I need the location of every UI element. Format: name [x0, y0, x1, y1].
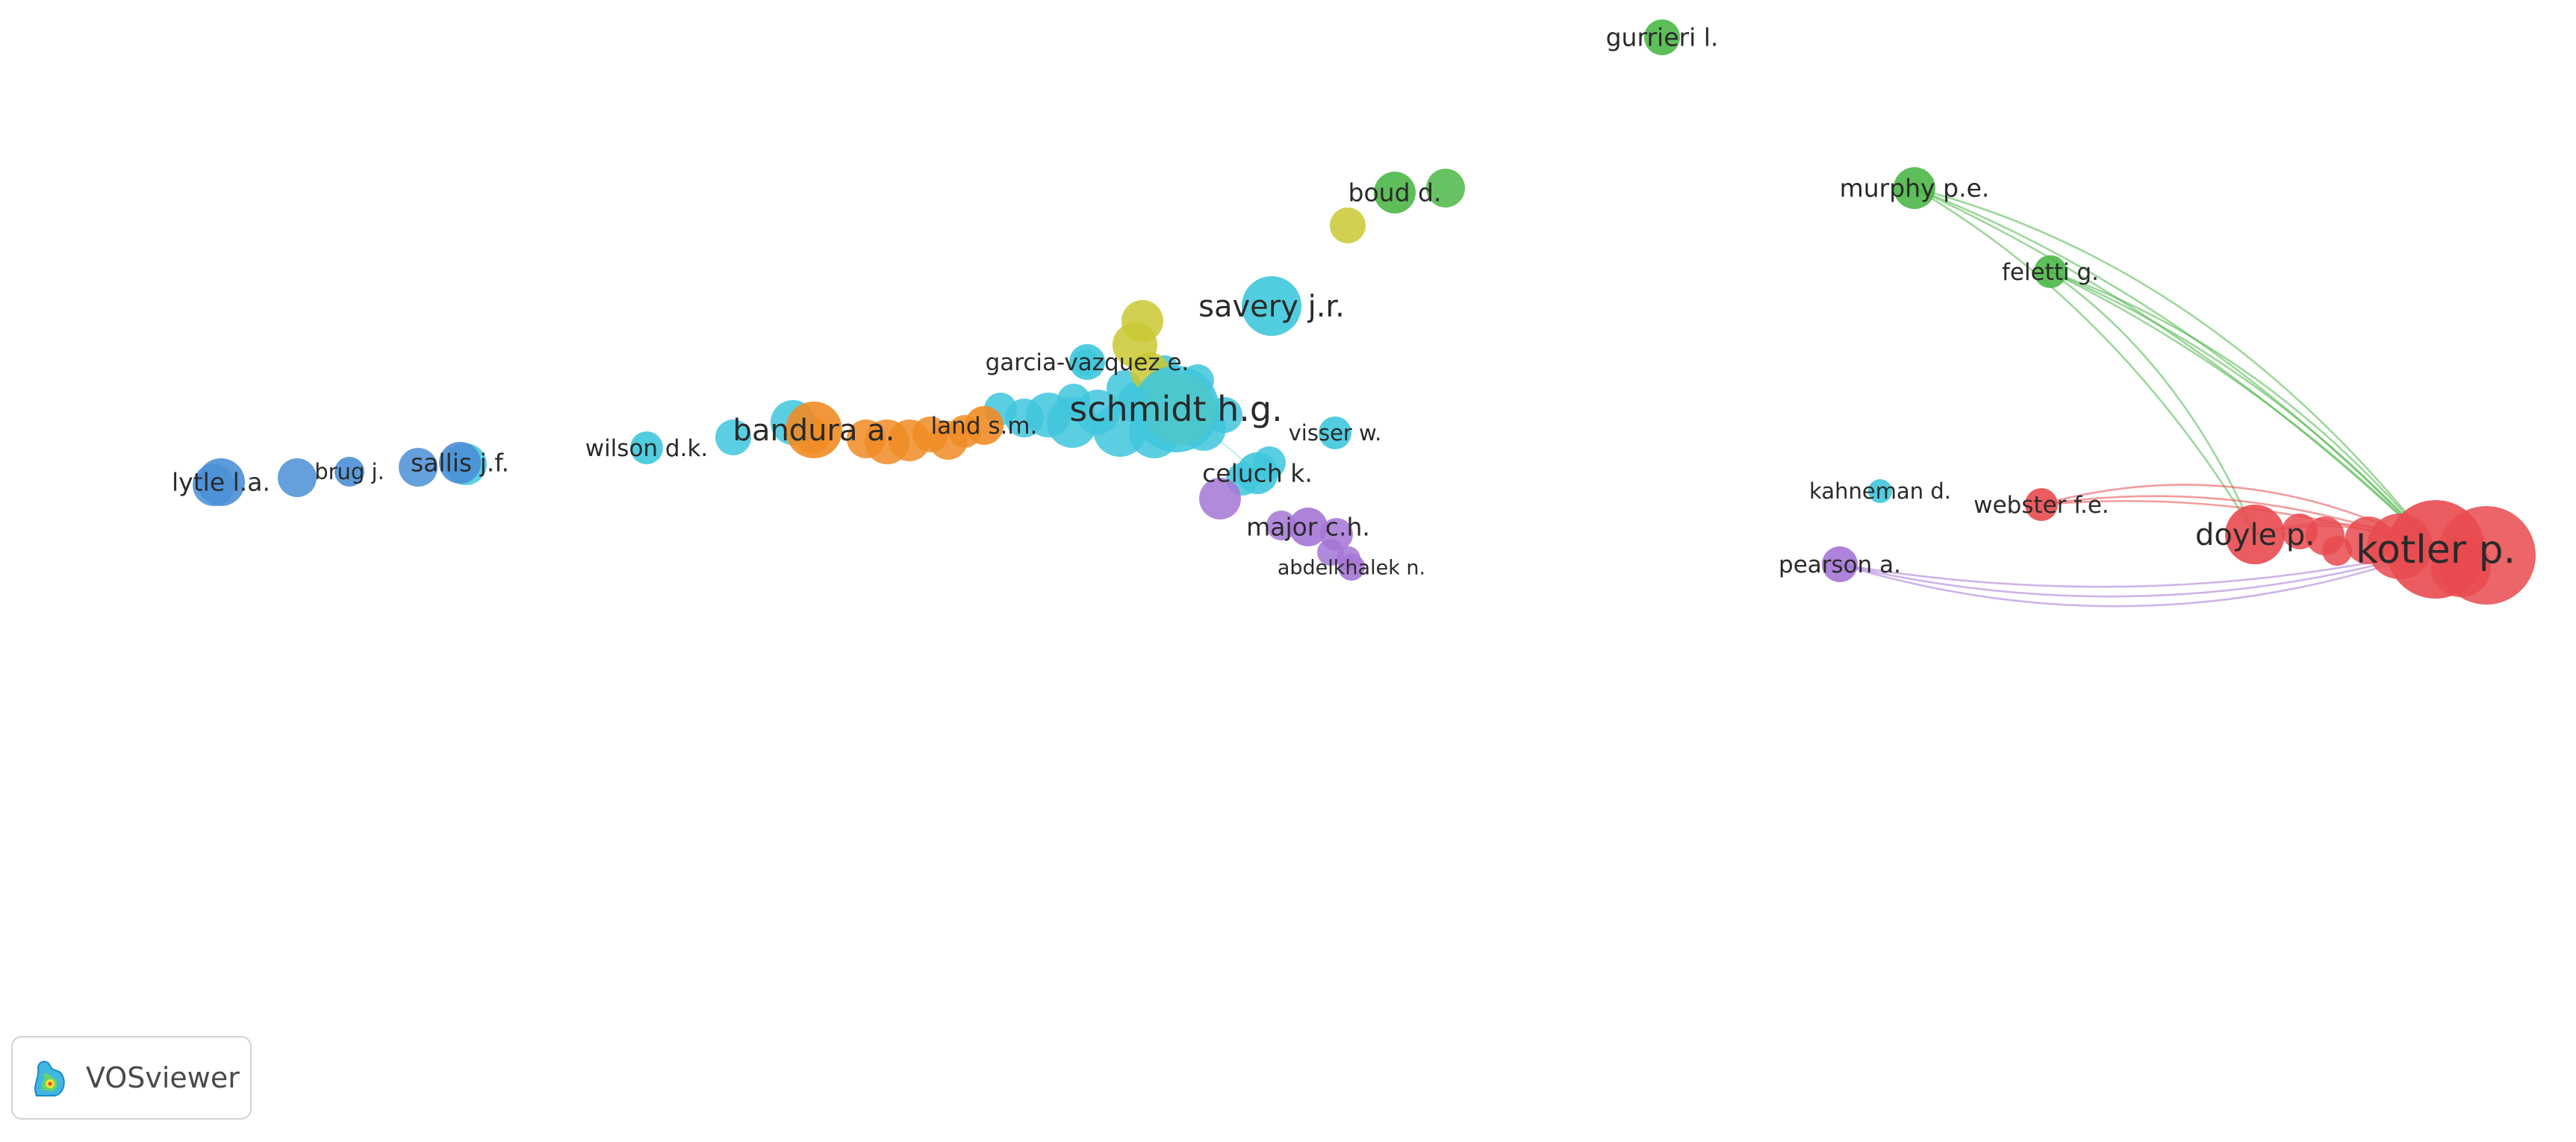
node-label-boud[interactable]: boud d. [1348, 178, 1442, 208]
node-savery[interactable] [1242, 276, 1301, 336]
node-boud[interactable] [1374, 172, 1416, 213]
network-bubble [1330, 208, 1366, 243]
node-doyle[interactable] [2225, 505, 2285, 564]
node-webster[interactable] [2025, 488, 2058, 521]
node-label-sallis[interactable]: sallis j.f. [411, 449, 509, 478]
node-label-major[interactable]: major c.h. [1246, 513, 1370, 542]
node-visser[interactable] [1319, 416, 1351, 449]
network-link [2050, 270, 2436, 550]
network-bubble [278, 458, 317, 497]
node-label-savery[interactable]: savery j.r. [1198, 290, 1345, 324]
node-label-garcia[interactable]: garcia-vazquez e. [986, 349, 1189, 376]
network-labels: gurrieri l. boud d. murphy p.e. feletti g. s… [172, 23, 2516, 580]
node-lytle[interactable] [197, 458, 245, 506]
network-bubble [1057, 384, 1090, 416]
network-link [1839, 548, 2436, 588]
node-label-kahneman[interactable]: kahneman d. [1809, 478, 1951, 504]
vosviewer-badge[interactable]: VOSviewer [11, 1036, 252, 1120]
node-label-pearson[interactable]: pearson a. [1779, 552, 1901, 578]
node-pearson[interactable] [1822, 546, 1858, 582]
node-label-land[interactable]: land s.m. [931, 413, 1038, 440]
network-link [1839, 548, 2436, 598]
node-label-brug[interactable]: brug j. [314, 459, 385, 484]
node-land[interactable] [965, 406, 1004, 445]
node-label-kotler[interactable]: kotler p. [2356, 528, 2516, 572]
node-kotler[interactable] [2386, 500, 2485, 599]
node-major[interactable] [1289, 508, 1328, 546]
network-link [2050, 270, 2436, 550]
network-bubble [1266, 511, 1296, 540]
node-label-wilson[interactable]: wilson d.k. [585, 435, 709, 462]
network-link [1914, 187, 2256, 535]
node-label-celuch[interactable]: celuch k. [1202, 459, 1313, 488]
node-garcia[interactable] [1069, 344, 1105, 380]
node-label-webster[interactable]: webster f.e. [1973, 492, 2109, 519]
network-bubble [1426, 169, 1465, 208]
brand-name: VOSviewer [86, 1061, 240, 1094]
node-brug[interactable] [335, 457, 364, 487]
node-kahneman[interactable] [1868, 479, 1892, 503]
network-link [1914, 187, 2437, 550]
network-nodes [193, 19, 2536, 605]
network-bubble [715, 419, 751, 455]
node-abdelkhalek[interactable] [1338, 554, 1365, 581]
node-gurrieri[interactable] [1644, 19, 1680, 55]
node-label-feletti[interactable]: feletti g. [2002, 259, 2099, 286]
node-label-doyle[interactable]: doyle p. [2195, 518, 2315, 552]
node-bandura[interactable] [785, 402, 842, 458]
network-bubble [399, 448, 438, 487]
network-link [2050, 270, 2256, 535]
network-bubble [2282, 514, 2318, 549]
node-label-lytle[interactable]: lytle l.a. [172, 468, 270, 497]
node-wilson[interactable] [630, 431, 663, 464]
node-celuch[interactable] [1236, 452, 1278, 494]
vosviewer-density-logo-icon [34, 1061, 65, 1096]
node-sallis[interactable] [439, 442, 481, 484]
node-label-bandura[interactable]: bandura a. [733, 414, 895, 448]
node-label-gurrieri[interactable]: gurrieri l. [1606, 23, 1719, 52]
network-bubble [1199, 478, 1241, 519]
network-link [1839, 548, 2436, 608]
node-feletti[interactable] [2034, 255, 2067, 288]
node-murphy[interactable] [1894, 167, 1935, 209]
node-label-visser[interactable]: visser w. [1289, 420, 1382, 446]
node-label-abdelkhalek[interactable]: abdelkhalek n. [1278, 556, 1425, 579]
network-bubble [2322, 536, 2352, 566]
node-label-schmidt[interactable]: schmidt h.g. [1069, 389, 1282, 429]
node-schmidt[interactable] [1133, 366, 1219, 452]
node-label-murphy[interactable]: murphy p.e. [1840, 174, 1990, 203]
network-link [2050, 270, 2437, 550]
